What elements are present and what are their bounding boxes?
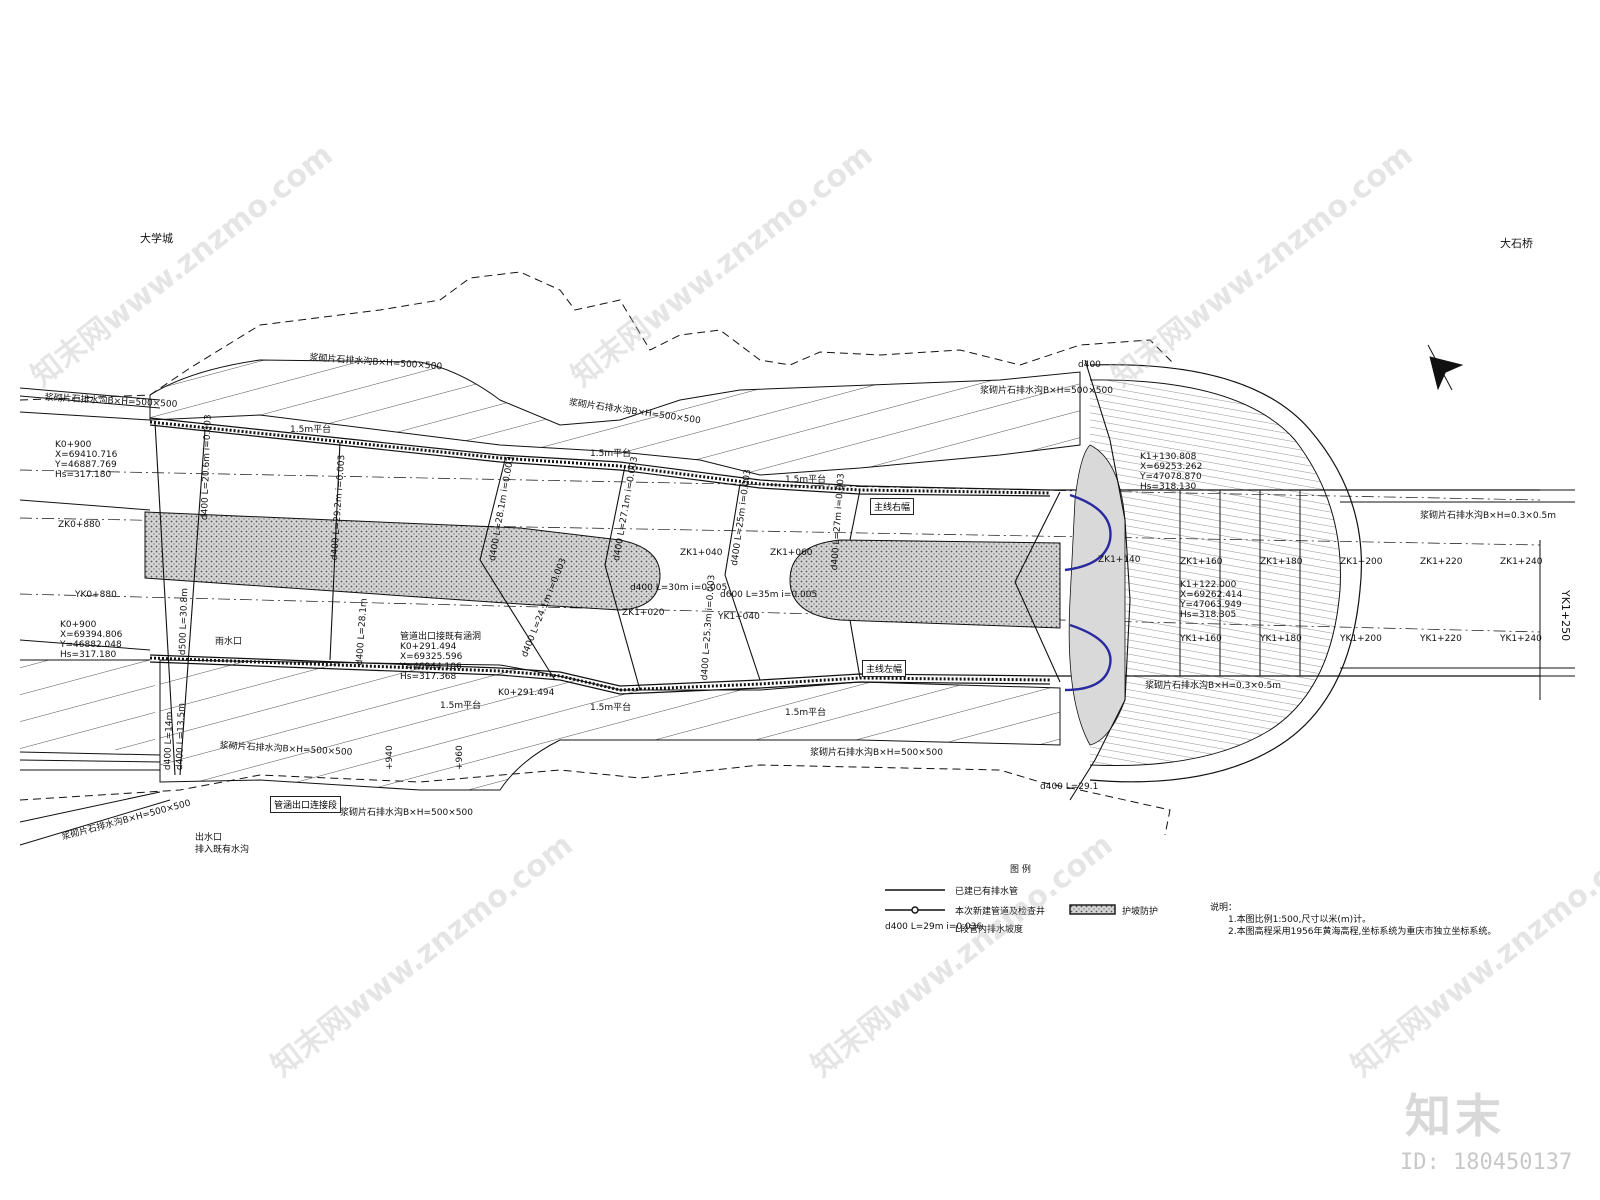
station-zk1040: ZK1+040 <box>680 548 723 558</box>
station-zk1160: ZK1+160 <box>1180 557 1223 567</box>
station-yk1240: YK1+240 <box>1500 634 1542 644</box>
slope-top <box>149 359 1081 476</box>
label-d400-top: d400 <box>1078 360 1101 370</box>
pipe-label-7: d400 L=30m i=0.005 <box>630 583 728 593</box>
boundary-dashed-top <box>19 271 1176 401</box>
portal-arc-upper <box>1064 493 1112 572</box>
station-zk1060: ZK1+060 <box>770 548 813 558</box>
turnaround-inner <box>1089 379 1341 767</box>
pipe-label-8: d600 L=35m i=0.005 <box>720 590 818 600</box>
legend-item-slope: 护坡防护 <box>1122 907 1159 917</box>
notes-line-1: 1.本图比例1:500,尺寸以米(m)计。 <box>1228 915 1372 925</box>
box-label-upper: 主线右幅 <box>870 498 915 515</box>
north-arrow-icon <box>1427 344 1464 391</box>
beaded-edge-upper <box>149 420 1051 495</box>
station-zk0880: ZK0+880 <box>58 520 101 530</box>
platform-label-3: 1.5m平台 <box>785 475 827 485</box>
platform-label-6: 1.5m平台 <box>785 708 827 718</box>
platform-label-2: 1.5m平台 <box>590 449 632 459</box>
brand-logo: 知末 <box>1405 1089 1505 1143</box>
box-label-lower: 主线左幅 <box>862 660 907 677</box>
pavement-left <box>144 511 661 611</box>
legend-item-pipe-spec-desc: L段管内排水坡度 <box>955 925 1024 935</box>
portal-pipe <box>1069 359 1131 801</box>
station-zk1180: ZK1+180 <box>1260 557 1303 567</box>
station-zk1240: ZK1+240 <box>1500 557 1543 567</box>
legend-item-new-pipe: 本次新建管道及检查井 <box>955 907 1046 917</box>
platform-label-4: 1.5m平台 <box>440 701 482 711</box>
legend-item-existing-pipe: 已建已有排水管 <box>955 887 1019 897</box>
station-k0291-road: K0+291.494 <box>498 688 555 698</box>
turnaround-outer <box>1089 364 1363 783</box>
ditch-right-1: 浆砌片石排水沟B×H=0.3×0.5m <box>1420 511 1556 521</box>
pavement-right <box>789 539 1061 629</box>
station-yk1200: YK1+200 <box>1340 634 1382 644</box>
left-bottom-hatch <box>20 660 155 750</box>
ditch-top-3: 浆砌片石排水沟B×H=500×500 <box>980 386 1113 396</box>
station-yk1160: YK1+160 <box>1180 634 1222 644</box>
label-inlet: 雨水口 <box>215 637 243 647</box>
station-960: +960 <box>455 745 465 770</box>
carriageway-edges <box>149 417 1540 695</box>
label-outlet-2: 排入既有水沟 <box>195 845 250 855</box>
ditch-bottom-3: 浆砌片石排水沟B×H=500×500 <box>340 808 473 818</box>
platform-label-1: 1.5m平台 <box>290 425 332 435</box>
station-940: +940 <box>385 745 395 770</box>
station-yk1250: YK1+250 <box>1559 590 1572 642</box>
station-ticks <box>1179 490 1541 700</box>
station-yk1220: YK1+220 <box>1420 634 1462 644</box>
notes-line-2: 2.本图高程采用1956年黄海高程,坐标系统为重庆市独立坐标系统。 <box>1228 927 1497 937</box>
box-label-bottom: 管涵出口连接段 <box>270 796 342 813</box>
station-zk1200: ZK1+200 <box>1340 557 1383 567</box>
right-road <box>1340 489 1575 677</box>
pipe-label-14: d400 L=14m <box>163 711 176 771</box>
point-k1122: K1+122.000 X=69262.414 Y=47063.949 Hs=31… <box>1180 580 1243 620</box>
slope-bottom <box>159 659 1061 791</box>
label-outlet: 出水口 <box>195 833 223 843</box>
label-d400-bottom: d400 L=29.1 <box>1040 782 1099 792</box>
station-yk1180: YK1+180 <box>1260 634 1302 644</box>
label-top-right: 大石桥 <box>1500 237 1533 250</box>
label-top-left: 大学城 <box>140 232 173 245</box>
portal-arc-lower <box>1064 623 1112 692</box>
ditch-right-2: 浆砌片石排水沟B×H=0.3×0.5m <box>1145 681 1281 691</box>
legend-title: 图 例 <box>1010 865 1031 875</box>
portal-shade <box>1068 444 1126 746</box>
legend-symbols <box>885 889 1116 915</box>
platform-label-5: 1.5m平台 <box>590 703 632 713</box>
cross-pipes <box>154 421 1061 776</box>
station-zk1220: ZK1+220 <box>1420 557 1463 567</box>
point-k0900-top: K0+900 X=69410.716 Y=46887.769 Hs=317.18… <box>55 440 118 480</box>
point-k0900-bottom: K0+900 X=69394.806 Y=46882.048 Hs=317.18… <box>60 620 123 660</box>
legend-item-pipe-spec: d400 L=29m i=0.036 <box>885 922 983 932</box>
station-yk0880: YK0+880 <box>75 590 117 600</box>
station-zk1140: ZK1+140 <box>1098 555 1141 565</box>
station-yk1040: YK1+040 <box>718 612 760 622</box>
point-k1130: K1+130.808 X=69253.262 Y=47078.870 Hs=31… <box>1140 452 1203 492</box>
ditch-bottom-2: 浆砌片石排水沟B×H=500×500 <box>810 748 943 758</box>
notes-title: 说明： <box>1210 903 1238 913</box>
point-k0291: 管道出口接既有涵洞 K0+291.494 X=69325.596 Y=46944… <box>400 632 482 682</box>
image-id: ID: 180450137 <box>1400 1150 1573 1175</box>
station-zk1020: ZK1+020 <box>622 608 665 618</box>
